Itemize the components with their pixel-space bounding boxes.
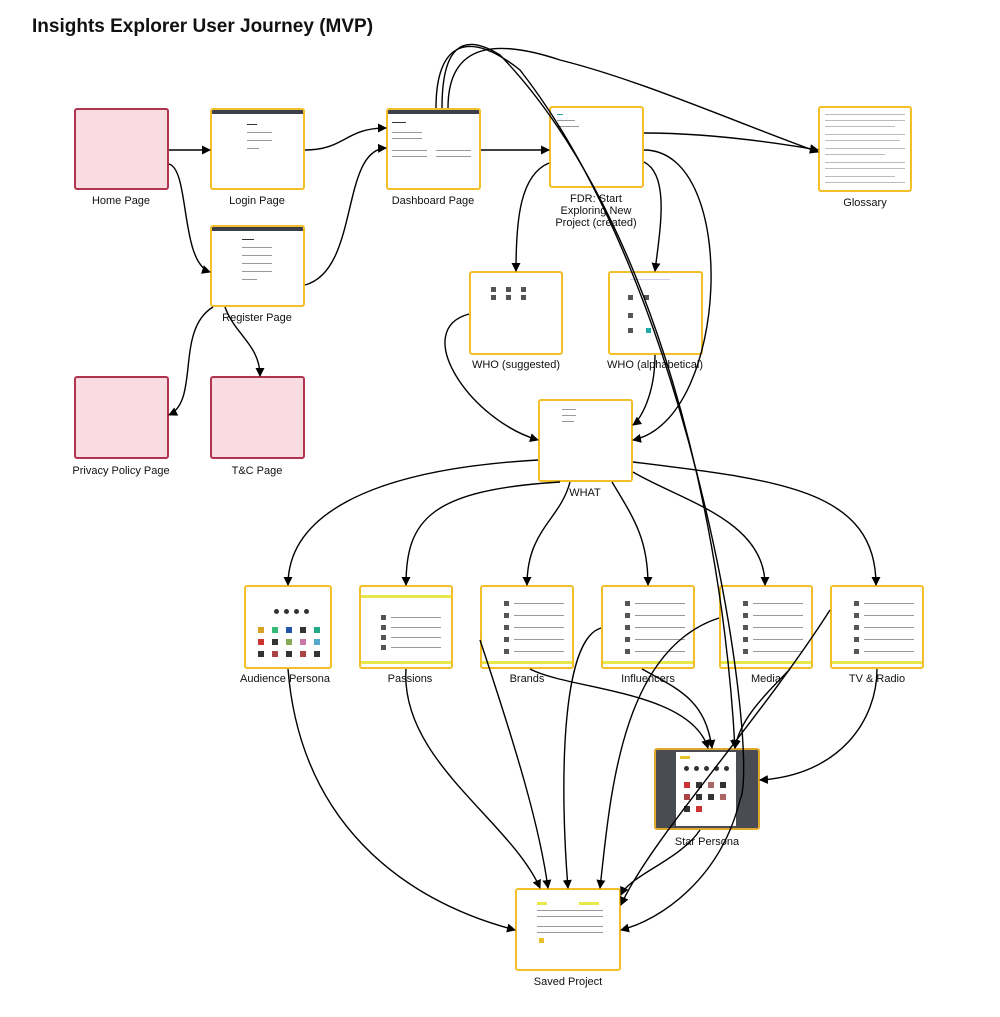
node-media[interactable] xyxy=(719,585,813,669)
arrow-home-to-register xyxy=(168,163,211,274)
arrow-tvradio-to-star xyxy=(759,668,878,784)
arrow-register-to-dashboard xyxy=(304,143,387,286)
node-register-page[interactable] xyxy=(210,225,305,307)
node-star-persona[interactable] xyxy=(654,748,760,830)
node-passions[interactable] xyxy=(359,585,453,669)
label-who-alphabetical: WHO (alphabetical) xyxy=(607,359,703,371)
arrow-passions-to-saved xyxy=(405,668,541,889)
node-saved-project[interactable] xyxy=(515,888,621,971)
node-home-page[interactable] xyxy=(74,108,169,190)
node-who-alphabetical[interactable] xyxy=(608,271,703,355)
node-login-page[interactable] xyxy=(210,108,305,190)
node-influencers[interactable] xyxy=(601,585,695,669)
node-tc-page[interactable] xyxy=(210,376,305,459)
node-privacy-policy-page[interactable] xyxy=(74,376,169,459)
node-tv-radio[interactable] xyxy=(830,585,924,669)
label-privacy-policy-page: Privacy Policy Page xyxy=(72,465,170,477)
label-dashboard-page: Dashboard Page xyxy=(391,195,475,207)
node-dashboard-page[interactable] xyxy=(386,108,481,190)
node-brands[interactable] xyxy=(480,585,574,669)
node-glossary[interactable] xyxy=(818,106,912,192)
label-login-page: Login Page xyxy=(229,195,285,207)
arrow-login-to-dashboard xyxy=(304,123,387,151)
label-home-page: Home Page xyxy=(91,195,151,207)
label-saved-project: Saved Project xyxy=(533,976,603,988)
arrow-fdr-to-glossary xyxy=(643,132,819,154)
label-register-page: Register Page xyxy=(222,312,292,324)
arrow-what-to-audience xyxy=(283,459,539,586)
node-what[interactable] xyxy=(538,399,633,482)
arrow-audience-to-saved xyxy=(287,668,516,933)
node-fdr-start-exploring[interactable] xyxy=(549,106,644,188)
label-tc-page: T&C Page xyxy=(231,465,283,477)
label-glossary: Glossary xyxy=(843,197,887,209)
label-tv-radio: TV & Radio xyxy=(848,673,906,685)
arrow-what-to-tvradio xyxy=(632,461,881,586)
node-who-suggested[interactable] xyxy=(469,271,563,355)
label-what: WHAT xyxy=(569,487,601,499)
diagram-title: Insights Explorer User Journey (MVP) xyxy=(32,16,374,37)
node-audience-persona[interactable] xyxy=(244,585,332,669)
label-star-persona: Star Persona xyxy=(674,836,740,848)
label-fdr-start-exploring: FDR: Start Exploring New Project (create… xyxy=(555,193,637,229)
